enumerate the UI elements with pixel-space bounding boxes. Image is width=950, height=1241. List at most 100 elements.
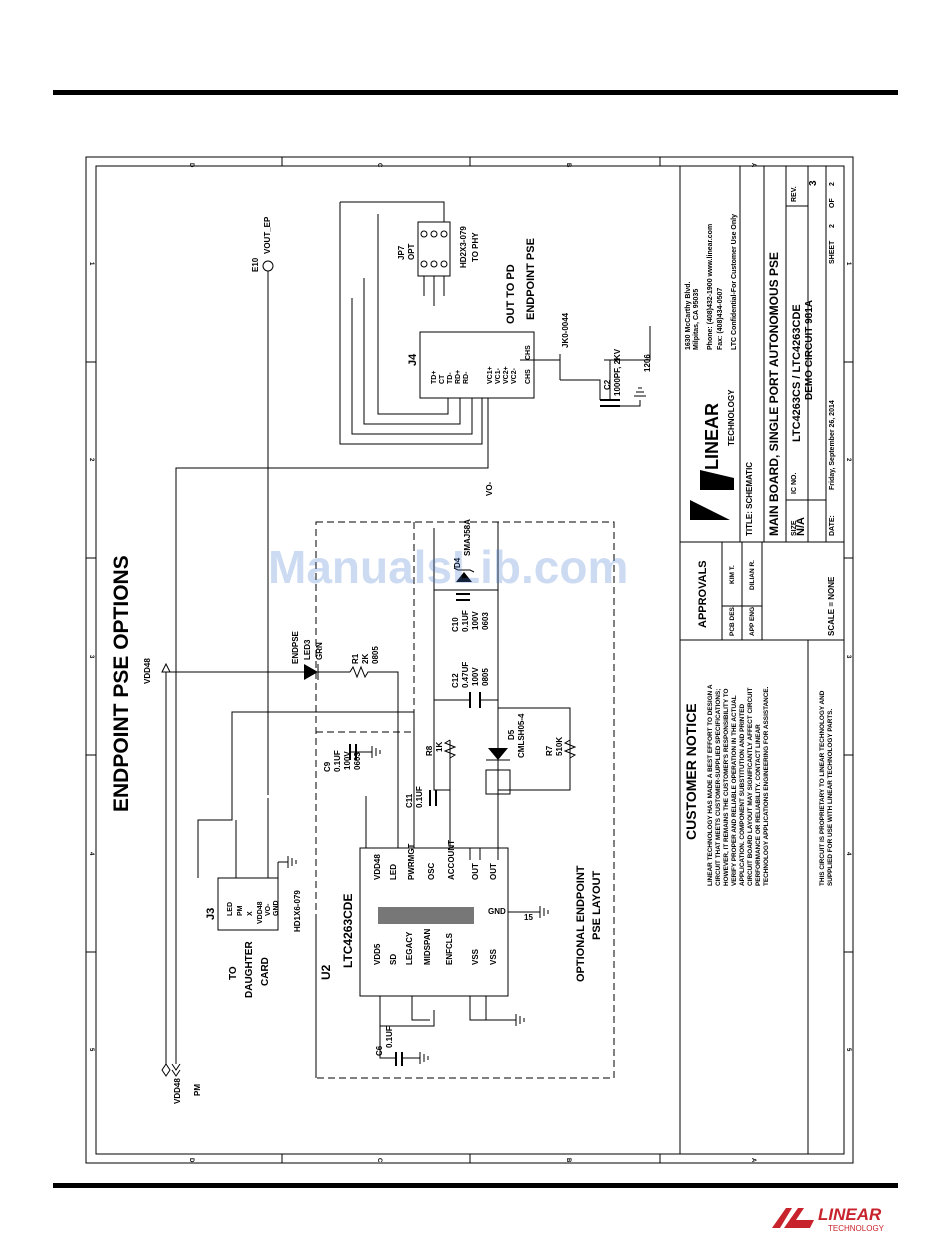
pm-port-label: PM xyxy=(193,1084,202,1096)
customer-notice: CUSTOMER NOTICE LINEAR TECHNOLOGY HAS MA… xyxy=(683,684,834,886)
svg-text:TECHNOLOGY APPLICATIONS ENGINE: TECHNOLOGY APPLICATIONS ENGINEERING FOR … xyxy=(763,686,770,886)
svg-text:C10: C10 xyxy=(451,617,460,632)
c6-capacitor: C6 0.1UF xyxy=(375,1026,429,1066)
svg-text:VOUT_EP: VOUT_EP xyxy=(263,216,272,254)
svg-text:LINEAR TECHNOLOGY HAS MADE A B: LINEAR TECHNOLOGY HAS MADE A BEST EFFORT… xyxy=(707,684,714,886)
svg-text:X: X xyxy=(247,911,254,916)
svg-text:IC NO.: IC NO. xyxy=(791,473,798,494)
zone-bot-b: B xyxy=(565,1158,571,1163)
svg-text:MAIN BOARD, SINGLE PORT AUTONO: MAIN BOARD, SINGLE PORT AUTONOMOUS PSE xyxy=(767,252,781,536)
u2-pin-vss1: VSS xyxy=(471,948,480,965)
scale-value: SCALE = NONE xyxy=(827,576,836,636)
svg-text:C9: C9 xyxy=(323,761,332,772)
svg-text:RD+: RD+ xyxy=(455,370,462,384)
wires xyxy=(165,201,651,1078)
svg-text:VO-: VO- xyxy=(265,903,272,916)
u2-pin-out2: OUT xyxy=(489,863,498,880)
zone-right-5: 5 xyxy=(845,1048,851,1052)
e10-testpoint: E10 VOUT_EP xyxy=(251,216,274,272)
svg-text:3: 3 xyxy=(808,180,819,186)
zone-top-b: B xyxy=(565,163,571,168)
footer-logo: LINEAR TECHNOLOGY xyxy=(770,1200,900,1234)
zone-bot-a: A xyxy=(750,1158,756,1163)
offpage-connectors: VDD48 PM xyxy=(161,1063,202,1104)
footer-brand: LINEAR xyxy=(818,1205,882,1224)
zone-left-5: 5 xyxy=(88,1048,94,1052)
svg-text:R8: R8 xyxy=(425,745,434,756)
j3-connector: J3 HD1X6-079 LED PM X VDD48 VO- GND xyxy=(205,856,302,932)
svg-text:TITLE: SCHEMATIC: TITLE: SCHEMATIC xyxy=(745,462,754,536)
vdd48-port-label: VDD48 xyxy=(173,1078,182,1104)
svg-text:0.1UF: 0.1UF xyxy=(415,786,424,808)
svg-text:CHS: CHS xyxy=(525,369,532,384)
schematic-title: ENDPOINT PSE OPTIONS xyxy=(110,555,133,812)
u2-pin-pwrmgt: PWRMGT xyxy=(407,843,416,880)
svg-text:0603: 0603 xyxy=(353,752,362,770)
svg-text:TO PHY: TO PHY xyxy=(471,232,480,262)
svg-text:2K: 2K xyxy=(361,654,370,664)
optional-layout-note: OPTIONAL ENDPOINT PSE LAYOUT xyxy=(575,865,603,982)
j4-part: JK0-0044 xyxy=(561,312,570,348)
svg-text:TD-: TD- xyxy=(447,372,454,384)
svg-text:THIS CIRCUIT IS PROPRIETARY TO: THIS CIRCUIT IS PROPRIETARY TO LINEAR TE… xyxy=(819,690,826,886)
d4-tvs: D4 SMAJ58A xyxy=(453,519,475,582)
led3-diode: ENDPSE LED3 GRN xyxy=(291,630,324,680)
brand-logo-icon xyxy=(690,470,734,520)
svg-text:TO: TO xyxy=(228,966,239,980)
svg-text:KIM T.: KIM T. xyxy=(729,565,736,584)
zone-bot-c: C xyxy=(376,1158,382,1163)
svg-text:CT: CT xyxy=(439,374,446,384)
vss-ground xyxy=(515,1014,525,1026)
zone-right-4: 4 xyxy=(845,852,851,856)
svg-text:0805: 0805 xyxy=(371,646,380,664)
u2-pin-midspan: MIDSPAN xyxy=(423,928,432,965)
svg-text:VC1-: VC1- xyxy=(495,367,502,384)
svg-text:PM: PM xyxy=(237,905,244,916)
svg-text:ENDPSE: ENDPSE xyxy=(291,630,300,664)
zone-left-2: 2 xyxy=(88,458,94,462)
svg-text:VC2+: VC2+ xyxy=(503,366,510,384)
optional-region xyxy=(315,521,615,1079)
svg-text:VC1+: VC1+ xyxy=(487,366,494,384)
bottom-rule xyxy=(53,1183,898,1188)
zone-right-1: 1 xyxy=(845,262,851,266)
u2-pin-out1: OUT xyxy=(471,863,480,880)
svg-text:E10: E10 xyxy=(251,257,260,272)
svg-text:2: 2 xyxy=(829,224,836,228)
svg-text:C12: C12 xyxy=(451,673,460,688)
c11-capacitor: C11 0.1UF xyxy=(405,786,437,808)
svg-text:APPROVALS: APPROVALS xyxy=(697,560,709,628)
svg-text:TD+: TD+ xyxy=(431,371,438,384)
svg-text:DAUGHTER: DAUGHTER xyxy=(244,941,255,998)
c12-capacitor: C12 0.47UF 100V 0805 xyxy=(451,662,490,708)
svg-text:GRN: GRN xyxy=(315,642,324,660)
vdd48-arrow: VDD48 xyxy=(143,658,171,684)
u2-ref: U2 xyxy=(319,964,333,980)
svg-text:0805: 0805 xyxy=(481,668,490,686)
approvals-block: APPROVALS PCB DES. KIM T. APP ENG. DILIA… xyxy=(697,560,836,636)
svg-text:OPT: OPT xyxy=(407,243,416,260)
svg-text:RD-: RD- xyxy=(463,371,470,384)
svg-text:CIRCUIT BOARD LAYOUT MAY SIGNI: CIRCUIT BOARD LAYOUT MAY SIGNIFICANTLY A… xyxy=(747,688,754,886)
watermark: ManualsLib.com xyxy=(268,541,628,593)
zone-bot-d: D xyxy=(188,1158,194,1163)
j4-ref: J4 xyxy=(407,353,419,366)
svg-text:PERFORMANCE OR RELIABILITY. CO: PERFORMANCE OR RELIABILITY. CONTACT LINE… xyxy=(755,724,762,886)
svg-text:1630 McCarthy Blvd.: 1630 McCarthy Blvd. xyxy=(685,281,692,350)
svg-text:LINEAR: LINEAR xyxy=(702,403,722,470)
title-block: TITLE: SCHEMATIC MAIN BOARD, SINGLE PORT… xyxy=(745,180,836,536)
r8-resistor: R8 1K xyxy=(425,739,457,759)
svg-text:C2: C2 xyxy=(603,379,612,390)
j3-ref: J3 xyxy=(205,908,217,920)
svg-text:ENDPOINT PSE: ENDPOINT PSE xyxy=(525,238,537,320)
u2-pin-gnd: GND xyxy=(488,907,506,916)
u2-pin-osc: OSC xyxy=(427,862,436,880)
svg-text:C11: C11 xyxy=(405,793,414,808)
zone-left-1: 1 xyxy=(88,262,94,266)
svg-text:2: 2 xyxy=(829,182,836,186)
svg-text:VERIFY PROPER AND RELIABLE OPE: VERIFY PROPER AND RELIABLE OPERATION IN … xyxy=(731,695,738,886)
svg-text:0.1UF: 0.1UF xyxy=(333,750,342,772)
zone-ticks xyxy=(86,157,853,1163)
c9-capacitor: C9 0.1UF 100V 0603 xyxy=(323,744,381,772)
zone-top-d: D xyxy=(188,163,194,168)
